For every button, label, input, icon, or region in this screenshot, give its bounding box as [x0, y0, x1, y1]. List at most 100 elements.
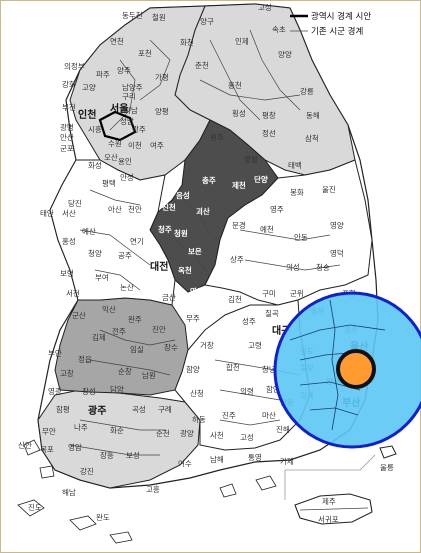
- label-seosan: 서산: [62, 208, 76, 218]
- label-guri: 구리: [122, 92, 136, 101]
- label-yongin: 용인: [118, 156, 132, 166]
- label-gongju: 공주: [118, 251, 132, 260]
- label-hamyang: 함양: [186, 365, 200, 374]
- label-masan: 마산: [262, 410, 276, 420]
- label-hwaseong: 화성: [88, 161, 102, 170]
- label-goseong: 고성: [258, 3, 272, 12]
- label-boseong: 보성: [126, 451, 140, 460]
- label-nonsan: 논산: [120, 282, 134, 292]
- label-suwon: 수원: [108, 139, 122, 148]
- label-cheongju: 청주: [158, 224, 172, 234]
- label-naju: 나주: [74, 423, 88, 432]
- label-sokcho: 속초: [272, 25, 286, 34]
- target-dot[interactable]: [336, 349, 376, 389]
- label-jinju: 진주: [222, 410, 236, 420]
- label-yanggu: 양구: [200, 17, 214, 26]
- region-chungnam: [49, 159, 176, 306]
- label-iksan: 익산: [102, 304, 116, 314]
- label-yeongi: 연기: [130, 237, 144, 246]
- label-gunpo: 군포: [60, 144, 74, 153]
- label-mokpo: 목포: [40, 445, 54, 454]
- label-boryeong: 보령: [60, 269, 74, 278]
- label-geochang: 거창: [200, 341, 214, 350]
- inset-divider: [284, 454, 376, 500]
- label-osan: 오산: [104, 152, 118, 162]
- label-sancheong: 산청: [190, 388, 204, 398]
- label-yangju: 양주: [117, 66, 131, 75]
- label-jeongseon: 정선: [262, 128, 276, 138]
- label-danyang: 단양: [254, 174, 268, 184]
- label-goryeong: 고령: [248, 341, 262, 350]
- label-dangjin: 당진: [68, 198, 82, 208]
- small-islands: [17, 439, 277, 544]
- label-gwangju: 광주: [88, 405, 106, 417]
- label-hwacheon: 화천: [180, 37, 194, 47]
- label-wonju: 원주: [210, 133, 224, 142]
- label-pyeongchang: 평창: [262, 110, 276, 120]
- label-yecheon: 예천: [260, 224, 274, 234]
- label-imsil: 임실: [130, 344, 144, 354]
- label-daejeon: 대전: [150, 260, 168, 273]
- label-muan: 무안: [42, 426, 56, 436]
- label-bonghwa: 봉화: [290, 188, 304, 197]
- label-yeongam: 영암: [68, 442, 82, 452]
- label-buyeo: 부여: [95, 272, 109, 282]
- label-paju: 파주: [96, 70, 110, 79]
- ulleung-island: [379, 445, 397, 459]
- label-donghae: 동해: [306, 110, 320, 120]
- label-yeoju: 여주: [150, 140, 164, 150]
- label-suncheon: 순천: [156, 428, 170, 438]
- label-gochang: 고창: [60, 369, 74, 378]
- label-seoul: 서울: [110, 102, 128, 115]
- label-gumi: 구미: [262, 289, 276, 298]
- label-gwangyang: 광양: [180, 428, 194, 438]
- label-gurye: 구례: [158, 404, 172, 414]
- label-gangjin: 강진: [80, 466, 94, 476]
- label-goesan: 괴산: [196, 206, 210, 216]
- label-taebaek: 태백: [288, 160, 302, 170]
- label-yangpyeong: 양평: [155, 106, 169, 116]
- label-geoje: 거제: [280, 457, 294, 466]
- label-sunchang: 순창: [118, 367, 132, 376]
- label-chuncheon: 춘천: [195, 60, 209, 70]
- label-goseong_gn: 고성: [240, 433, 254, 442]
- label-uljin: 울진: [322, 184, 336, 194]
- label-boeun: 보은: [188, 247, 202, 256]
- label-tongyeong: 통영: [248, 452, 262, 462]
- label-yesan: 예산: [82, 226, 96, 236]
- label-jeju: 제주: [322, 497, 336, 506]
- label-incheon: 인천: [78, 108, 96, 121]
- label-gangneung: 강릉: [300, 86, 314, 96]
- legend-existing-text: 기존 시군 경계: [311, 26, 363, 37]
- label-samcheok: 삼척: [305, 133, 319, 143]
- label-yeoncheon: 연천: [110, 36, 124, 46]
- label-yeonggwang: 영광: [48, 386, 62, 396]
- label-muju: 무주: [186, 314, 200, 323]
- label-ansan: 안산: [60, 132, 74, 142]
- label-geumsan: 금산: [162, 292, 176, 302]
- label-cheorwon: 철원: [152, 12, 166, 22]
- label-asan: 아산: [108, 204, 122, 214]
- label-sangju: 상주: [230, 254, 244, 264]
- label-jangheung: 장흥: [100, 450, 114, 460]
- label-namwon: 남원: [142, 371, 156, 380]
- label-pyeongtaek: 평택: [102, 178, 116, 188]
- label-hapcheon: 합천: [226, 362, 240, 372]
- label-jinhae: 진해: [276, 424, 290, 434]
- label-gunsan: 군산: [72, 310, 86, 320]
- label-yeongyang: 영양: [330, 220, 344, 230]
- label-mungyeong: 문경: [232, 220, 246, 230]
- jeju-divider: [299, 507, 369, 511]
- label-sinan: 신안: [18, 440, 32, 450]
- label-pocheon: 포천: [138, 48, 152, 58]
- label-yeosu: 여수: [178, 458, 192, 468]
- label-dongducheon: 동두천: [122, 10, 143, 20]
- label-uiseong: 의성: [286, 262, 300, 272]
- label-gokseong: 곡성: [132, 405, 146, 414]
- label-hampyeong: 함평: [56, 404, 70, 414]
- region-chungbuk: [149, 119, 279, 293]
- label-anseong: 안성: [120, 172, 134, 182]
- legend-metro-text: 광역시 경계 시안: [311, 11, 371, 22]
- label-taean: 태안: [40, 208, 54, 218]
- label-uijeongbu: 의정부: [64, 61, 85, 71]
